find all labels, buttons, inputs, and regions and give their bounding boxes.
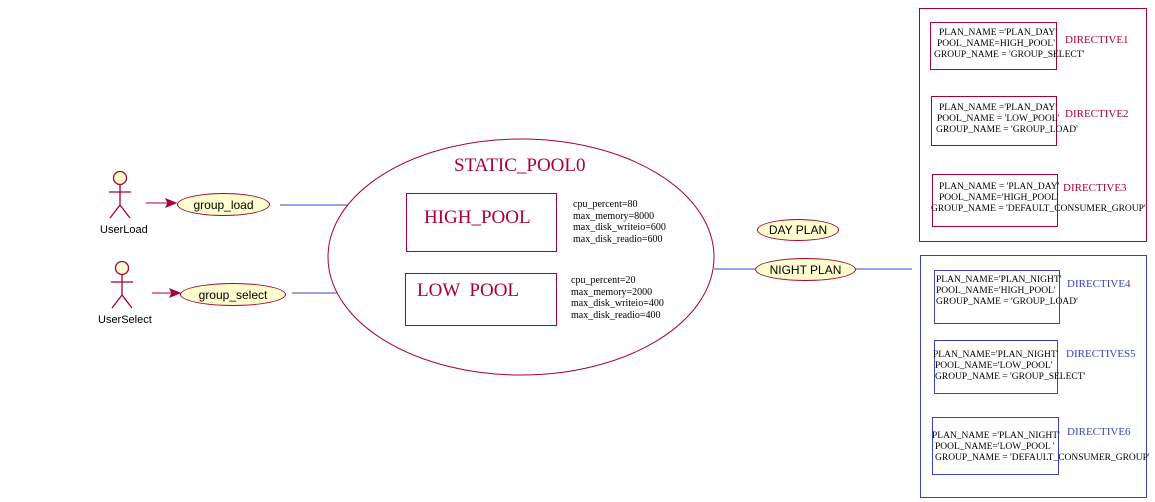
directive5-label: DIRECTIVES5 bbox=[1066, 348, 1136, 360]
directive2-line-plan: PLAN_NAME ='PLAN_DAY' bbox=[939, 103, 1057, 113]
directive1-label: DIRECTIVE1 bbox=[1065, 34, 1129, 46]
directive1-box[interactable] bbox=[930, 22, 1057, 70]
directive1-line-pool: POOL_NAME=HIGH_POOL' bbox=[937, 39, 1055, 49]
directive2-line-group: GROUP_NAME = 'GROUP_LOAD' bbox=[936, 125, 1078, 135]
high-pool-stat-readio: max_disk_readio=600 bbox=[573, 233, 663, 245]
directive2-text: PLAN_NAME ='PLAN_DAY' POOL_NAME = 'LOW_P… bbox=[934, 103, 1078, 136]
directive4-line-plan: PLAN_NAME='PLAN_NIGHT' bbox=[936, 275, 1062, 285]
directive5-line-plan: PLAN_NAME='PLAN_NIGHT' bbox=[933, 350, 1059, 360]
high-pool-stat-writeio: max_disk_writeio=600 bbox=[573, 222, 666, 233]
actor-userselect-label: UserSelect bbox=[98, 314, 152, 326]
usecase-day-plan[interactable]: DAY PLAN bbox=[757, 219, 839, 241]
static-pool-title: STATIC_POOL0 bbox=[454, 155, 586, 176]
directive3-line-group: GROUP_NAME = 'DEFAULT_CONSUMER_GROUP' bbox=[931, 204, 1146, 214]
usecase-group-load-label: group_load bbox=[193, 197, 254, 212]
low-pool-stat-cpu: cpu_percent=20 bbox=[571, 275, 636, 286]
directive4-label: DIRECTIVE4 bbox=[1067, 278, 1131, 290]
usecase-group-load[interactable]: group_load bbox=[177, 193, 270, 216]
arrow-userload-to-group-load bbox=[146, 198, 178, 208]
low-pool-stat-writeio: max_disk_writeio=400 bbox=[571, 298, 664, 309]
directive6-label: DIRECTIVE6 bbox=[1067, 426, 1131, 438]
low-pool-stat-memory: max_memory=2000 bbox=[571, 286, 653, 298]
directive3-text: PLAN_NAME = 'PLAN_DAY' POOL_NAME='HIGH_P… bbox=[931, 182, 1146, 215]
directive5-line-pool: POOL_NAME='LOW_POOL' bbox=[935, 361, 1053, 371]
high-pool-stats: cpu_percent=80 max_memory=8000 max_disk_… bbox=[573, 199, 666, 245]
directive1-line-group: GROUP_NAME = 'GROUP_SELECT' bbox=[934, 50, 1085, 60]
directive6-line-plan: PLAN_NAME ='PLAN_NIGHT' bbox=[932, 431, 1060, 441]
directive1-text: PLAN_NAME ='PLAN_DAY' POOL_NAME=HIGH_POO… bbox=[934, 28, 1084, 61]
directive2-label: DIRECTIVE2 bbox=[1065, 108, 1129, 120]
directive1-line-plan: PLAN_NAME ='PLAN_DAY' bbox=[939, 28, 1057, 38]
arrow-userselect-to-group-select bbox=[152, 288, 182, 298]
usecase-group-select-label: group_select bbox=[198, 287, 268, 302]
usecase-night-plan-label: NIGHT PLAN bbox=[769, 262, 842, 277]
high-pool-stat-cpu: cpu_percent=80 bbox=[573, 199, 638, 210]
high-pool-box[interactable]: HIGH_POOL bbox=[406, 193, 557, 252]
directive6-line-pool: POOL_NAME='LOW_POOL ' bbox=[935, 442, 1055, 452]
directive3-box[interactable] bbox=[932, 174, 1058, 227]
night-directives-package bbox=[920, 255, 1147, 498]
low-pool-label: LOW POOL bbox=[417, 280, 520, 301]
low-pool-stats: cpu_percent=20 max_memory=2000 max_disk_… bbox=[571, 275, 664, 321]
directive6-box[interactable] bbox=[932, 417, 1059, 475]
low-pool-box[interactable]: LOW POOL bbox=[405, 273, 557, 326]
actor-userselect-figure bbox=[111, 260, 133, 309]
directive6-text: PLAN_NAME ='PLAN_NIGHT' POOL_NAME='LOW_P… bbox=[932, 431, 1150, 464]
usecase-night-plan[interactable]: NIGHT PLAN bbox=[755, 258, 856, 281]
directive3-line-plan: PLAN_NAME = 'PLAN_DAY' bbox=[939, 182, 1060, 192]
directive5-line-group: GROUP_NAME = 'GROUP_SELECT' bbox=[935, 372, 1086, 382]
usecase-day-plan-label: DAY PLAN bbox=[768, 223, 828, 237]
directive5-text: PLAN_NAME='PLAN_NIGHT' POOL_NAME='LOW_PO… bbox=[933, 350, 1085, 383]
directive3-line-pool: POOL_NAME='HIGH_POOL' bbox=[939, 193, 1059, 203]
directive4-line-group: GROUP_NAME = 'GROUP_LOAD' bbox=[936, 297, 1078, 307]
directive4-line-pool: POOL_NAME='HIGH_POOL' bbox=[936, 286, 1056, 296]
directive3-label: DIRECTIVE3 bbox=[1063, 182, 1127, 194]
high-pool-label: HIGH_POOL bbox=[424, 207, 531, 228]
low-pool-stat-readio: max_disk_readio=400 bbox=[571, 309, 661, 321]
directive2-line-pool: POOL_NAME = 'LOW_POOL' bbox=[937, 114, 1060, 124]
directive5-box[interactable] bbox=[934, 340, 1058, 394]
directive4-text: PLAN_NAME='PLAN_NIGHT' POOL_NAME='HIGH_P… bbox=[936, 275, 1078, 308]
directive6-line-group: GROUP_NAME = 'DEFAULT_CONSUMER_GROUP' bbox=[935, 453, 1150, 463]
directive2-box[interactable] bbox=[931, 96, 1057, 146]
actor-userload-label: UserLoad bbox=[100, 224, 148, 236]
day-directives-package bbox=[919, 8, 1147, 242]
directive4-box[interactable] bbox=[934, 270, 1060, 324]
actor-userload-figure bbox=[109, 170, 131, 219]
usecase-group-select[interactable]: group_select bbox=[180, 283, 286, 306]
high-pool-stat-memory: max_memory=8000 bbox=[573, 210, 655, 222]
